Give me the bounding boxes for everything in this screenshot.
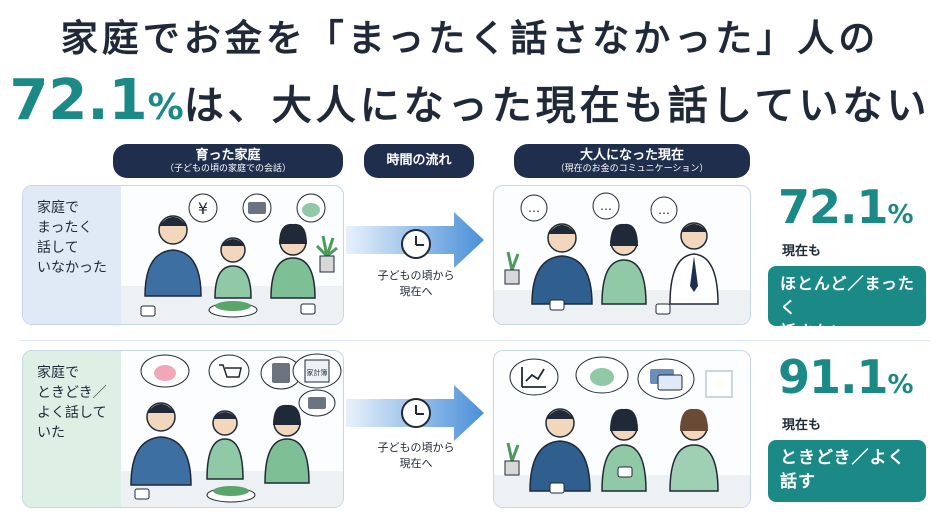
row2-past-panel: 家庭で ときどき／ よく話して いた 家計簿 (22, 350, 344, 508)
row1-adults-illustration: … … … (494, 192, 750, 324)
title-highlight-number: 72.1 (9, 68, 148, 133)
header-past-label: 育った家庭 (195, 148, 261, 163)
header-present-label: 大人になった現在 (579, 148, 684, 163)
header-flow-label: 時間の流れ (386, 153, 452, 168)
title-line1: 家庭でお金を「まったく話さなかった」人の (60, 17, 880, 60)
title-line2: 72.1%は、大人になった現在も話していない (0, 68, 940, 133)
row1-stat-number: 72.1% (778, 180, 914, 234)
header-flow: 時間の流れ (364, 144, 474, 178)
growth-chart-icon (521, 367, 546, 388)
row-divider (20, 340, 930, 341)
row2-flow-text: 子どもの頃から 現在へ (377, 441, 455, 470)
row1-family-illustration: ¥ (121, 193, 343, 324)
calculator-icon (272, 363, 290, 383)
row1-stat-prefix: 現在も (782, 244, 822, 259)
title-percent: % (147, 87, 184, 128)
header-past-sub: （子どもの頃の家庭での会話） (164, 164, 291, 174)
title-rest: は、大人になった現在も話していない (183, 83, 931, 129)
row2-label: 家庭で ときどき／ よく話して いた (23, 351, 121, 507)
header-present-sub: （現在のお金のコミュニケーション） (555, 164, 709, 174)
wallet-icon (248, 202, 266, 214)
row2-stat-prefix: 現在も (782, 418, 822, 433)
piggy-bank-icon (302, 203, 320, 217)
row1-present-panel: … … … (493, 185, 751, 325)
piggy-bank-icon (590, 368, 614, 386)
row2-clock-icon (401, 398, 431, 428)
row2-stat-number: 91.1% (778, 350, 914, 404)
cart-icon (219, 364, 242, 378)
row1-label: 家庭で まったく 話して いなかった (23, 186, 121, 324)
ellipsis-bubble-2: … (600, 199, 612, 213)
row1-flow-text: 子どもの頃から 現在へ (377, 269, 455, 298)
row1-stat-box: ほとんど／まったく 話さない (768, 266, 926, 341)
row1-clock-icon (401, 229, 431, 259)
yen-icon: ¥ (198, 199, 208, 218)
row2-present-panel (493, 350, 751, 508)
piggy-bank-icon (154, 365, 176, 381)
row2-stat-box: ときどき／よく 話す (768, 440, 926, 502)
row1-past-panel: 家庭で まったく 話して いなかった ¥ (22, 185, 344, 325)
wallet-icon (308, 397, 326, 409)
header-past: 育った家庭 （子どもの頃の家庭での会話） (113, 144, 343, 178)
header-present: 大人になった現在 （現在のお金のコミュニケーション） (514, 144, 750, 178)
row2-adults-illustration (494, 356, 750, 507)
row2-family-illustration: 家計簿 (121, 353, 343, 507)
ellipsis-bubble-3: … (658, 203, 670, 217)
notebook-icon (304, 359, 330, 383)
notebook-label: 家計簿 (307, 368, 328, 377)
ellipsis-bubble-1: … (528, 201, 540, 215)
